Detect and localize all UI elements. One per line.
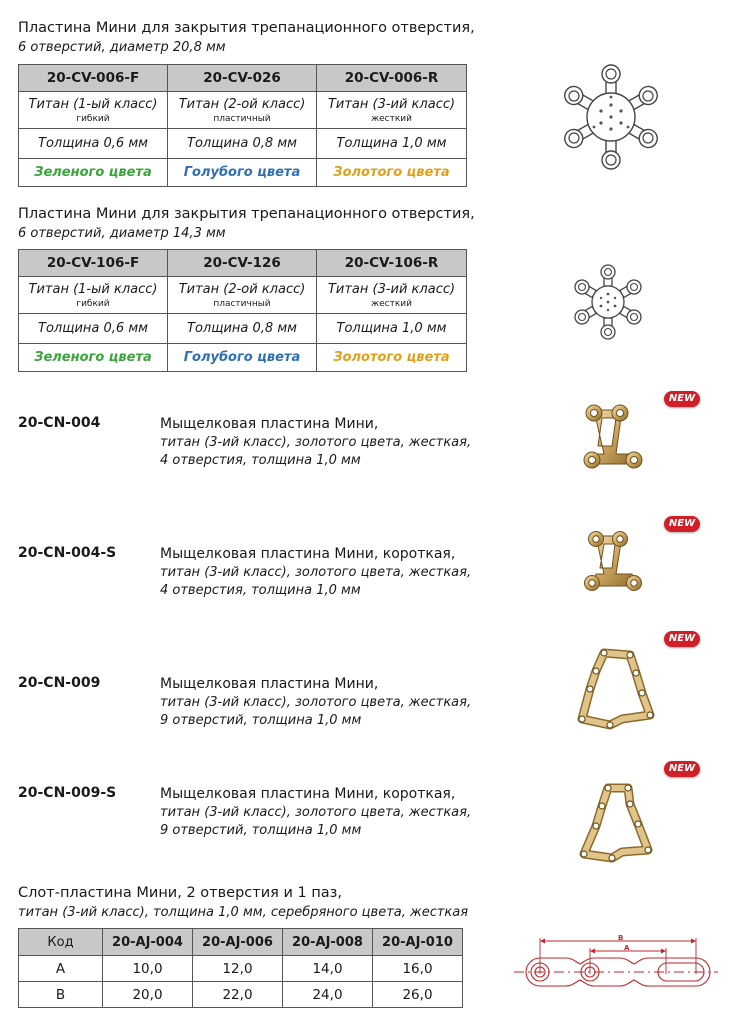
product-spec-line: 4 отверстия, толщина 1,0 мм <box>160 583 361 598</box>
product-spec-line: 4 отверстия, толщина 1,0 мм <box>160 453 361 468</box>
table-cell: B <box>18 981 103 1008</box>
table-header-row: 20-CV-106-F 20-CV-126 20-CV-106-R <box>18 249 467 277</box>
section2-subtitle: 6 отверстий, диаметр 14,3 мм <box>18 226 226 241</box>
table-header-cell: 20-AJ-008 <box>282 928 373 956</box>
table-row: Зеленого цвета Голубого цвета Золотого ц… <box>18 343 467 372</box>
slot-plate-diagram: B A <box>514 934 718 987</box>
thickness-cell: Толщина 1,0 мм <box>316 128 467 159</box>
condylar-plate-4-hole-image <box>583 404 643 469</box>
slot-section-title: Слот-пластина Мини, 2 отверстия и 1 паз, <box>18 885 342 901</box>
material-cell: Титан (1-ый класс)гибкий <box>18 91 168 129</box>
thickness-cell: Толщина 0,6 мм <box>18 313 168 344</box>
product-spec-line: 9 отверстий, толщина 1,0 мм <box>160 713 362 728</box>
section1-table: 20-CV-006-F 20-CV-026 20-CV-006-R Титан … <box>18 64 467 187</box>
table-row: A 10,0 12,0 14,0 16,0 <box>18 955 463 982</box>
material-cell: Титан (3-ий класс)жесткий <box>316 91 467 129</box>
product-description: Мыщелковая пластина Мини, короткая, тита… <box>160 785 471 840</box>
product-code: 20-CN-004-S <box>18 545 117 561</box>
product-spec-line: титан (3-ий класс), золотого цвета, жест… <box>160 695 472 710</box>
table-cell: 22,0 <box>192 981 283 1008</box>
section1-title: Пластина Мини для закрытия трепанационно… <box>18 20 475 36</box>
table-header-cell: Код <box>18 928 103 956</box>
product-description: Мыщелковая пластина Мини, титан (3-ий кл… <box>160 415 471 470</box>
product-spec-line: титан (3-ий класс), золотого цвета, жест… <box>160 565 472 580</box>
product-description: Мыщелковая пластина Мини, короткая, тита… <box>160 545 471 600</box>
table-header-cell: 20-CV-006-F <box>18 64 168 92</box>
table-cell: 16,0 <box>372 955 463 982</box>
material-cell: Титан (2-ой класс)пластичный <box>167 91 317 129</box>
burr-hole-plate-large-image <box>560 64 662 170</box>
slot-table: Код 20-AJ-004 20-AJ-006 20-AJ-008 20-AJ-… <box>18 928 463 1008</box>
product-code: 20-CN-004 <box>18 415 101 431</box>
color-cell: Зеленого цвета <box>18 343 168 372</box>
dimension-label-b: B <box>618 934 623 942</box>
table-header-cell: 20-AJ-004 <box>102 928 193 956</box>
table-row: Зеленого цвета Голубого цвета Золотого ц… <box>18 158 467 187</box>
new-badge: NEW <box>664 516 700 532</box>
table-cell: 14,0 <box>282 955 373 982</box>
new-badge: NEW <box>664 761 700 777</box>
material-cell: Титан (1-ый класс)гибкий <box>18 276 168 314</box>
thickness-cell: Толщина 0,6 мм <box>18 128 168 159</box>
table-cell: A <box>18 955 103 982</box>
condylar-plate-4-hole-short-image <box>584 531 642 591</box>
dimension-label-a: A <box>624 944 630 952</box>
color-cell: Золотого цвета <box>316 158 467 187</box>
section2-title: Пластина Мини для закрытия трепанационно… <box>18 206 475 222</box>
material-cell: Титан (2-ой класс)пластичный <box>167 276 317 314</box>
product-description: Мыщелковая пластина Мини, титан (3-ий кл… <box>160 675 471 730</box>
table-header-cell: 20-CV-106-F <box>18 249 168 277</box>
table-header-cell: 20-CV-006-R <box>316 64 467 92</box>
table-row: Толщина 0,6 мм Толщина 0,8 мм Толщина 1,… <box>18 313 467 344</box>
table-row: B 20,0 22,0 24,0 26,0 <box>18 981 463 1008</box>
table-header-cell: 20-AJ-006 <box>192 928 283 956</box>
product-name: Мыщелковая пластина Мини, <box>160 676 379 692</box>
product-name: Мыщелковая пластина Мини, <box>160 416 379 432</box>
slot-section-subtitle: титан (3-ий класс), толщина 1,0 мм, сере… <box>18 905 469 920</box>
table-row: Титан (1-ый класс)гибкий Титан (2-ой кла… <box>18 91 467 129</box>
table-row: Титан (1-ый класс)гибкий Титан (2-ой кла… <box>18 276 467 314</box>
section1-subtitle: 6 отверстий, диаметр 20,8 мм <box>18 40 226 55</box>
thickness-cell: Толщина 0,8 мм <box>167 313 317 344</box>
table-header-cell: 20-AJ-010 <box>372 928 463 956</box>
color-cell: Зеленого цвета <box>18 158 168 187</box>
color-cell: Голубого цвета <box>167 343 317 372</box>
thickness-cell: Толщина 1,0 мм <box>316 313 467 344</box>
color-cell: Голубого цвета <box>167 158 317 187</box>
burr-hole-plate-small-image <box>571 264 645 340</box>
product-code: 20-CN-009-S <box>18 785 117 801</box>
product-code: 20-CN-009 <box>18 675 101 691</box>
product-name: Мыщелковая пластина Мини, короткая, <box>160 786 456 802</box>
thickness-cell: Толщина 0,8 мм <box>167 128 317 159</box>
table-header-cell: 20-CV-026 <box>167 64 317 92</box>
table-header-row: 20-CV-006-F 20-CV-026 20-CV-006-R <box>18 64 467 92</box>
section2-table: 20-CV-106-F 20-CV-126 20-CV-106-R Титан … <box>18 249 467 372</box>
table-header-cell: 20-CV-106-R <box>316 249 467 277</box>
table-cell: 12,0 <box>192 955 283 982</box>
product-name: Мыщелковая пластина Мини, короткая, <box>160 546 456 562</box>
table-header-row: Код 20-AJ-004 20-AJ-006 20-AJ-008 20-AJ-… <box>18 928 463 956</box>
product-spec-line: титан (3-ий класс), золотого цвета, жест… <box>160 805 472 820</box>
product-spec-line: 9 отверстий, толщина 1,0 мм <box>160 823 362 838</box>
table-row: Толщина 0,6 мм Толщина 0,8 мм Толщина 1,… <box>18 128 467 159</box>
condylar-plate-9-hole-image <box>577 648 655 730</box>
product-spec-line: титан (3-ий класс), золотого цвета, жест… <box>160 435 472 450</box>
table-header-cell: 20-CV-126 <box>167 249 317 277</box>
color-cell: Золотого цвета <box>316 343 467 372</box>
table-cell: 26,0 <box>372 981 463 1008</box>
material-cell: Титан (3-ий класс)жесткий <box>316 276 467 314</box>
table-cell: 24,0 <box>282 981 373 1008</box>
new-badge: NEW <box>664 391 700 407</box>
condylar-plate-9-hole-short-image <box>579 783 653 863</box>
table-cell: 20,0 <box>102 981 193 1008</box>
table-cell: 10,0 <box>102 955 193 982</box>
new-badge: NEW <box>664 631 700 647</box>
